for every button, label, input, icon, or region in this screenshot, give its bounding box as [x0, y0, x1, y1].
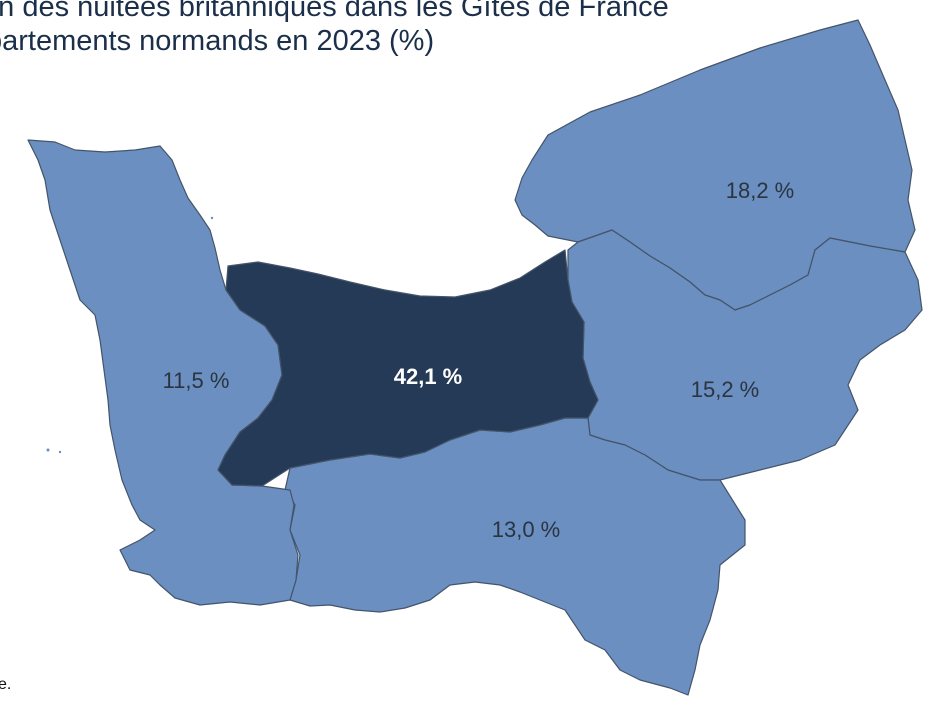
- value-label-eure: 15,2 %: [691, 377, 760, 402]
- island-mark: [58, 450, 62, 454]
- source-footnote: e.: [0, 676, 12, 693]
- value-label-manche: 11,5 %: [163, 368, 230, 393]
- value-label-seine-maritime: 18,2 %: [726, 178, 795, 203]
- island-mark: [46, 448, 50, 452]
- value-label-calvados: 42,1 %: [394, 364, 463, 389]
- map-title-line-1: on des nuitées britanniques dans les Gît…: [0, 0, 669, 23]
- island-mark: [210, 216, 214, 220]
- map-title-line-2: partements normands en 2023 (%): [0, 25, 435, 57]
- value-label-orne: 13,0 %: [492, 517, 561, 542]
- department-manche: [27, 139, 299, 606]
- department-calvados: [217, 249, 599, 487]
